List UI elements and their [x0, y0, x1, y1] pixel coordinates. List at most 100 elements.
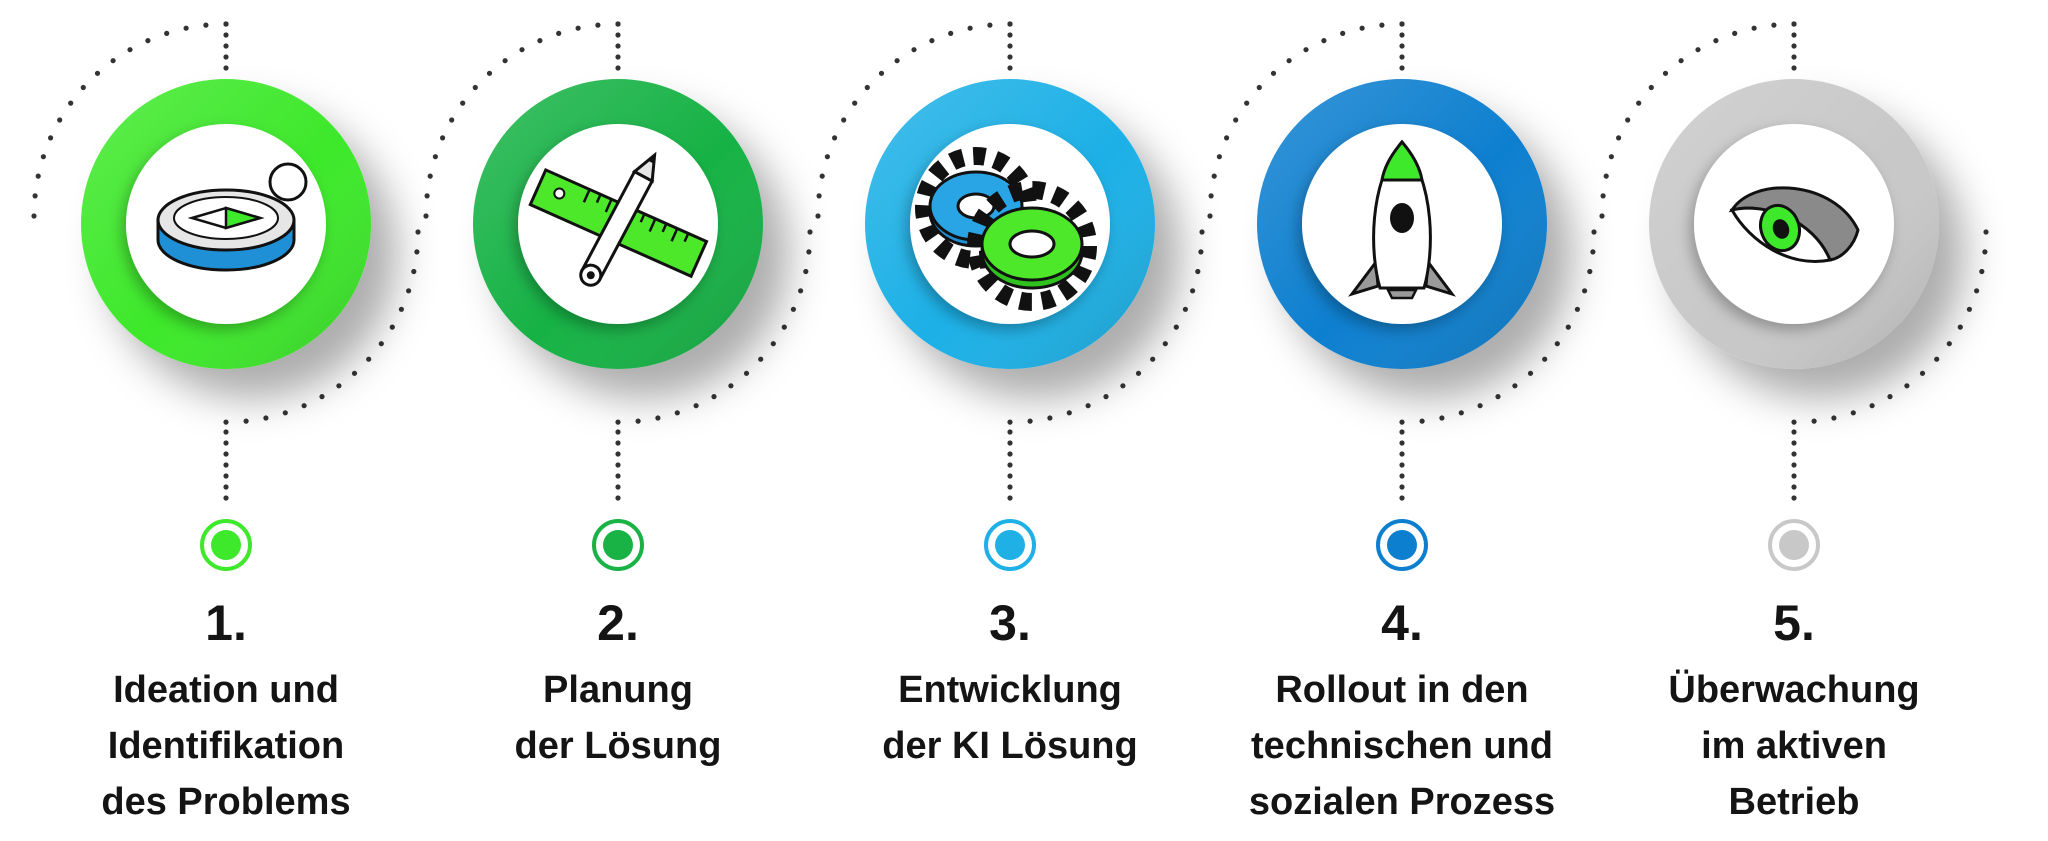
connector-dot — [1208, 193, 1214, 199]
connector-dot — [929, 38, 935, 44]
connector-dot — [615, 65, 621, 71]
stage-label-4: 4. Rollout in den technischen und sozial… — [1222, 0, 1582, 841]
stage-number: 1. — [205, 595, 247, 651]
connector-dot — [1600, 193, 1606, 199]
connector-dot — [674, 410, 680, 416]
connector-dot — [1233, 117, 1239, 123]
connector-dot — [1439, 415, 1445, 421]
connector-dot — [816, 193, 822, 199]
connector-dot — [1771, 22, 1777, 28]
stage-label-2: 2. Planung der Lösung — [438, 0, 798, 841]
connector-dot — [1207, 213, 1213, 219]
connector-dot — [1542, 356, 1548, 362]
gears-icon — [915, 147, 1097, 311]
connector-dot — [423, 213, 429, 219]
connector-dot — [1662, 70, 1669, 76]
connector-dot — [1791, 54, 1797, 60]
dotted-connectors — [31, 21, 1989, 501]
connector-dot — [615, 462, 621, 468]
connector-dot — [1419, 418, 1425, 424]
stage-title-line: Identifikation — [107, 725, 345, 767]
connector-dot — [1512, 383, 1518, 389]
connector-dot — [1791, 43, 1797, 49]
connector-dot — [1565, 324, 1571, 330]
stage-title: Ideation und Identifikation des Problems — [46, 662, 406, 830]
connector-dot — [1695, 47, 1701, 53]
rocket-icon — [1348, 139, 1456, 300]
connector-dot — [1946, 341, 1952, 347]
connector-dot — [1477, 403, 1483, 409]
connector-dot — [1582, 288, 1588, 294]
connector-dot — [460, 100, 466, 106]
connector-dot — [807, 229, 813, 235]
stage-title-line: im aktiven — [1701, 725, 1887, 767]
connector-dot — [1603, 173, 1609, 179]
connector-dot — [537, 38, 543, 44]
connector-dot — [1399, 440, 1405, 446]
connector-dot — [1983, 229, 1989, 235]
connector-dot — [164, 30, 170, 36]
connector-dot — [415, 229, 421, 235]
connector-dot — [1199, 229, 1205, 235]
connector-dot — [615, 484, 621, 490]
connector-dot — [440, 135, 446, 141]
connector-dot — [223, 43, 229, 49]
connector-dot — [48, 135, 54, 141]
connector-dot — [1150, 356, 1156, 362]
connector-dot — [223, 484, 229, 490]
connector-dot — [1625, 117, 1631, 123]
connector-dot — [798, 288, 804, 294]
connector-dot — [145, 38, 151, 44]
connector-dot — [1286, 58, 1292, 64]
marker-4 — [1376, 519, 1428, 571]
connector-dot — [519, 47, 525, 53]
connector-dot — [1085, 403, 1091, 409]
connector-dot — [1974, 288, 1980, 294]
connector-dot — [1135, 370, 1142, 376]
connector-dot — [615, 495, 621, 501]
connector-dot — [781, 324, 787, 330]
stage-5 — [1649, 79, 1939, 369]
connector-dot — [389, 324, 395, 330]
connector-dot — [35, 173, 41, 179]
connector-dot — [1850, 410, 1856, 416]
stage-title-line: des Problems — [101, 781, 351, 823]
connector-dot — [1270, 70, 1277, 76]
connector-dot — [615, 419, 621, 425]
connector-dot — [864, 84, 870, 91]
stage-title-line: sozialen Prozess — [1248, 781, 1556, 823]
connector-dot — [1399, 451, 1405, 457]
connector-dot — [1791, 451, 1797, 457]
stage-title: Überwachung im aktiven Betrieb — [1614, 662, 1974, 830]
connector-dot — [1791, 419, 1797, 425]
connector-dot — [127, 47, 133, 53]
connector-dot — [615, 43, 621, 49]
stage-title: Entwicklung der KI Lösung — [830, 662, 1190, 774]
connector-dot — [1811, 418, 1817, 424]
connector-dot — [615, 451, 621, 457]
connector-dot — [223, 21, 229, 27]
connector-dot — [1399, 495, 1405, 501]
connector-dot — [1399, 21, 1405, 27]
connector-dot — [556, 30, 562, 36]
connector-dot — [575, 25, 581, 31]
connector-dot — [424, 193, 430, 199]
connector-dot — [1007, 65, 1013, 71]
connector-dot — [894, 58, 900, 64]
connector-dot — [1495, 394, 1501, 400]
connector-dot — [32, 193, 38, 199]
connector-dot — [1751, 25, 1757, 31]
connector-dot — [615, 440, 621, 446]
connector-dot — [1198, 249, 1204, 255]
connector-dot — [615, 54, 621, 60]
connector-dot — [319, 394, 325, 400]
connector-dot — [1359, 25, 1365, 31]
connector-dot — [803, 268, 809, 275]
connector-dot — [366, 356, 372, 362]
marker-2 — [592, 519, 644, 571]
connector-dot — [1678, 58, 1684, 64]
connector-dot — [1554, 341, 1560, 347]
connector-dot — [1869, 403, 1875, 409]
connector-dot — [472, 84, 478, 91]
stage-2 — [473, 79, 763, 369]
